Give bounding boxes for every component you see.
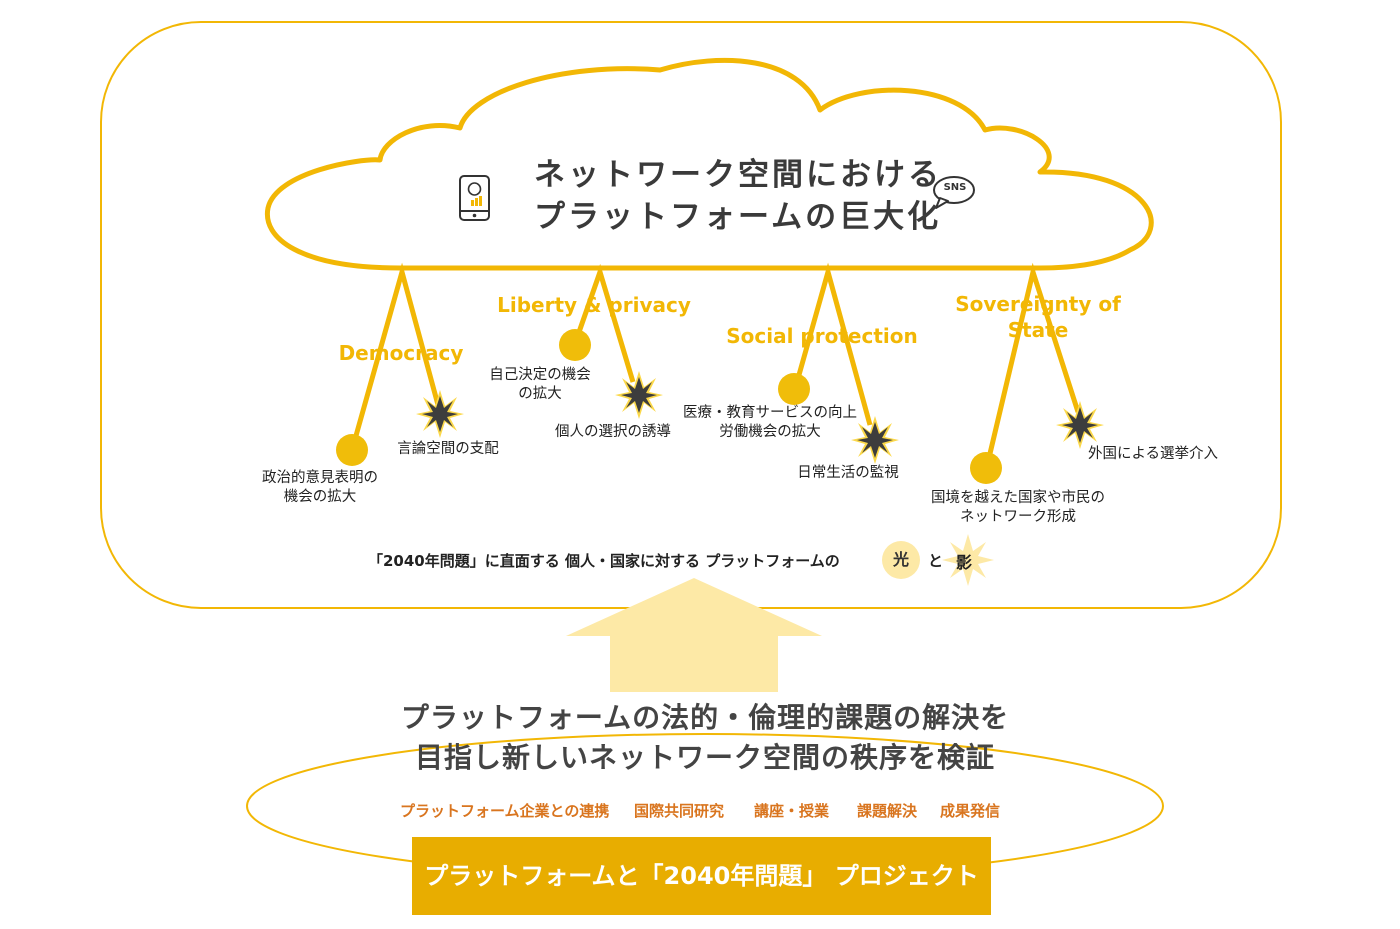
sovereignty-light-line1: 国境を越えた国家や市民の [931, 490, 1105, 506]
light-dot-democracy [336, 434, 368, 466]
sns-badge-label: SNS [943, 182, 967, 193]
cloud-title-line1: ネットワーク空間における [534, 157, 942, 193]
liberty-light-line2: の拡大 [518, 386, 562, 402]
activity-lectures: 講座・授業 [754, 802, 830, 820]
democracy-shadow-note: 言論空間の支配 [397, 441, 499, 457]
pillar-sovereignty-label-line1: Sovereignty of [955, 292, 1121, 316]
activity-joint-research: 国際共同研究 [634, 802, 725, 820]
social-shadow-note: 日常生活の監視 [797, 465, 899, 481]
light-dot-liberty [559, 329, 591, 361]
cloud-title: ネットワーク空間における プラットフォームの巨大化 [534, 154, 942, 238]
social-light-line1: 医療・教育サービスの向上 [683, 405, 857, 421]
pillar-social-label: Social protection [726, 324, 918, 348]
project-name-bar: プラットフォームと「2040年問題」 プロジェクト [412, 837, 991, 915]
sovereignty-light-note: 国境を越えた国家や市民の ネットワーク形成 [918, 489, 1118, 527]
sovereignty-shadow-note: 外国による選挙介入 [1087, 446, 1219, 462]
social-light-line2: 労働機会の拡大 [719, 424, 821, 440]
light-dot-sovereignty [970, 452, 1002, 484]
activity-partnership: プラットフォーム企業との連携 [400, 802, 610, 820]
democracy-light-line1: 政治的意見表明の [262, 470, 378, 486]
shadow-burst-liberty [615, 371, 663, 419]
democracy-light-line2: 機会の拡大 [283, 489, 357, 505]
pillar-liberty-label: Liberty & privacy [497, 293, 691, 317]
summary-light-word: 光 [882, 541, 920, 579]
pillar-democracy-label: Democracy [338, 341, 464, 365]
liberty-light-line1: 自己決定の機会 [489, 367, 591, 383]
democracy-light-note: 政治的意見表明の 機会の拡大 [240, 469, 400, 507]
social-light-note: 医療・教育サービスの向上 労働機会の拡大 [680, 404, 860, 442]
summary-connector: と [928, 552, 944, 570]
activity-problem-solving: 課題解決 [857, 802, 918, 820]
liberty-shadow-note: 個人の選択の誘導 [555, 424, 671, 440]
shadow-burst-sovereignty [1056, 401, 1104, 449]
activity-dissemination: 成果発信 [940, 802, 1001, 820]
social-connector [794, 262, 873, 426]
pillar-sovereignty-label-line2: State [1007, 318, 1069, 342]
goal-line1: プラットフォームの法的・倫理的課題の解決を [400, 701, 1010, 734]
summary-light-circle: 光 [882, 541, 920, 579]
shadow-burst-democracy [416, 390, 464, 438]
smartphone-icon [459, 175, 490, 221]
cloud-title-line2: プラットフォームの巨大化 [534, 199, 942, 235]
up-arrow [566, 578, 822, 692]
liberty-light-note: 自己決定の機会 の拡大 [470, 366, 610, 404]
summary-text: 「2040年問題」に直面する 個人・国家に対する プラットフォームの [368, 552, 840, 570]
sns-bubble-icon [933, 176, 975, 209]
shadow-burst-social [851, 416, 899, 464]
liberty-connector [575, 263, 636, 383]
goal-line2: 目指し新しいネットワーク空間の秩序を検証 [414, 741, 995, 774]
pillar-sovereignty-label: Sovereignty of State [938, 291, 1138, 343]
light-dot-social [778, 373, 810, 405]
democracy-connector [349, 262, 441, 451]
sovereignty-connector [985, 262, 1081, 463]
sovereignty-light-line2: ネットワーク形成 [960, 509, 1076, 525]
summary-shadow-burst [942, 534, 994, 586]
summary-shadow-word: 影 [956, 553, 973, 572]
goal-statement: プラットフォームの法的・倫理的課題の解決を 目指し新しいネットワーク空間の秩序を… [330, 698, 1080, 778]
